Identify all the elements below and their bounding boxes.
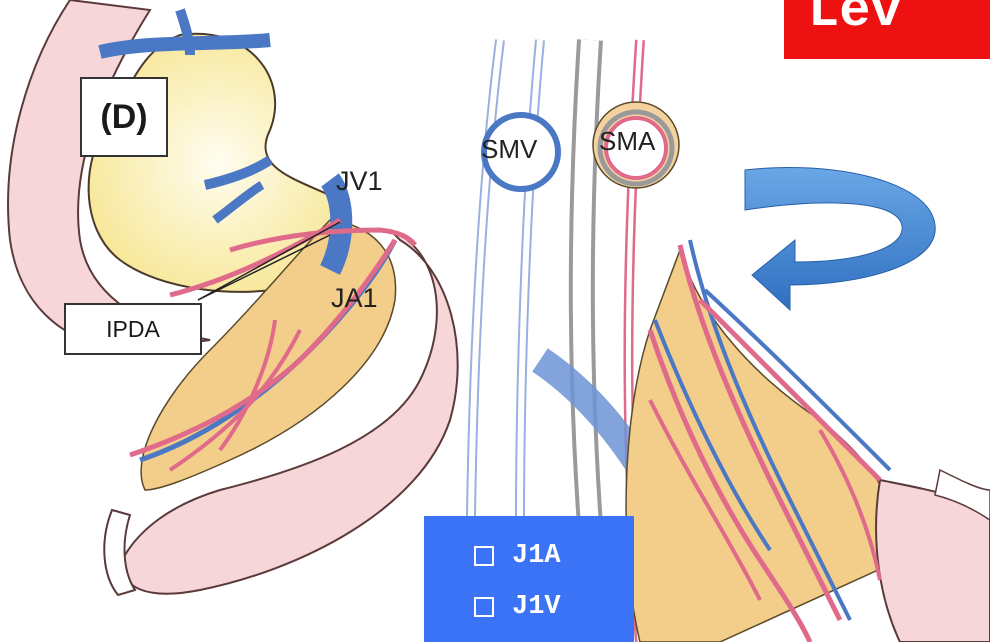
ja1-label: JA1 xyxy=(331,283,378,314)
checkbox-icon xyxy=(474,546,494,566)
slide-title: Lev xyxy=(808,0,902,41)
curved-arrow-icon xyxy=(745,167,935,310)
legend-box: J1A J1V xyxy=(424,516,634,642)
legend-label: J1A xyxy=(512,541,561,571)
jv1-label: JV1 xyxy=(336,166,383,197)
legend-item-j1v: J1V xyxy=(474,592,561,622)
ipda-label: IPDA xyxy=(64,303,202,355)
checkbox-icon xyxy=(474,597,494,617)
legend-item-j1a: J1A xyxy=(474,541,561,571)
title-banner: Lev xyxy=(784,0,990,59)
panel-label: (D) xyxy=(80,77,168,157)
sma-label: SMA xyxy=(599,126,655,157)
smv-label: SMV xyxy=(481,134,537,165)
legend-label: J1V xyxy=(512,592,561,622)
